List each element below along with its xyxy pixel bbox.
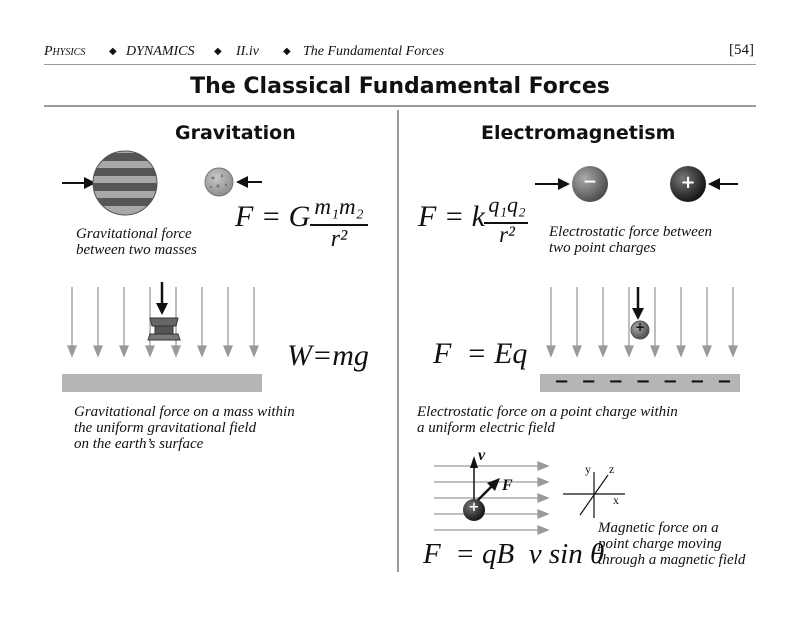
arrow-head-icon (236, 176, 248, 188)
header-section: II.iv (236, 44, 259, 59)
header-separator-icon: ◆ (214, 46, 222, 57)
arrow-head-icon (84, 177, 96, 189)
header-separator-icon: ◆ (109, 46, 117, 57)
electromagnetism-heading: Electromagnetism (481, 122, 676, 144)
charged-plate (540, 374, 740, 392)
header-subject: Physics (44, 44, 86, 59)
negative-sign: − (582, 172, 598, 192)
magnetic-field-lines (434, 461, 550, 535)
electric-field-formula: F = Eq (433, 337, 528, 370)
title-rule (44, 105, 756, 107)
electrostatic-caption-2: Electrostatic force on a point charge wi… (417, 404, 678, 436)
axis-z-label: z (609, 462, 615, 476)
fraction-numerator: q₁q₂ (488, 192, 526, 217)
header-topic: The Fundamental Forces (303, 44, 445, 59)
force-label: F (502, 477, 513, 494)
axis-y-label: y (585, 462, 591, 476)
fraction-bar (484, 222, 528, 224)
negative-charge-icon (572, 166, 608, 202)
header-chapter: DYNAMICS (126, 44, 195, 59)
lorentz-formula: F = qB v sin θ (423, 538, 605, 570)
force-arrow-icon (487, 478, 500, 491)
newton-gravitation-formula: F = G (235, 200, 311, 233)
column-divider (397, 110, 399, 572)
moving-charge-sign: + (468, 500, 480, 515)
weight-formula: W=mg (287, 339, 369, 372)
gravitation-masses-diagram (62, 150, 262, 392)
xyz-axes-icon (563, 472, 625, 518)
test-charge-sign: + (634, 320, 646, 334)
small-mass-icon (204, 167, 234, 197)
moving-charge-icon (463, 499, 485, 521)
fraction-numerator: m₁m₂ (314, 194, 364, 219)
down-arrow-icon (156, 303, 168, 315)
positive-sign: + (680, 172, 696, 193)
velocity-label: v (478, 447, 486, 464)
page-number: [54] (729, 42, 754, 58)
test-charge-icon (630, 320, 650, 340)
positive-charge-icon (670, 166, 706, 202)
axis-x-label: x (613, 493, 619, 507)
header-separator-icon: ◆ (283, 46, 291, 57)
mass-weight-icon (147, 317, 181, 341)
gravitation-heading: Gravitation (175, 122, 296, 144)
fraction-bar (310, 224, 368, 226)
electromagnetism-diagrams (434, 166, 740, 535)
plate-charges: −−−−−−− (554, 371, 732, 392)
planet-icon (93, 151, 157, 215)
velocity-arrow-icon (470, 456, 478, 468)
fraction-denominator: r² (330, 226, 348, 252)
electric-field-lines (546, 287, 738, 358)
header-rule (44, 64, 756, 65)
page-title: The Classical Fundamental Forces (190, 74, 610, 99)
coulomb-formula: F = k (418, 200, 485, 233)
fraction-denominator: r² (499, 222, 515, 247)
earth-surface (62, 374, 262, 392)
